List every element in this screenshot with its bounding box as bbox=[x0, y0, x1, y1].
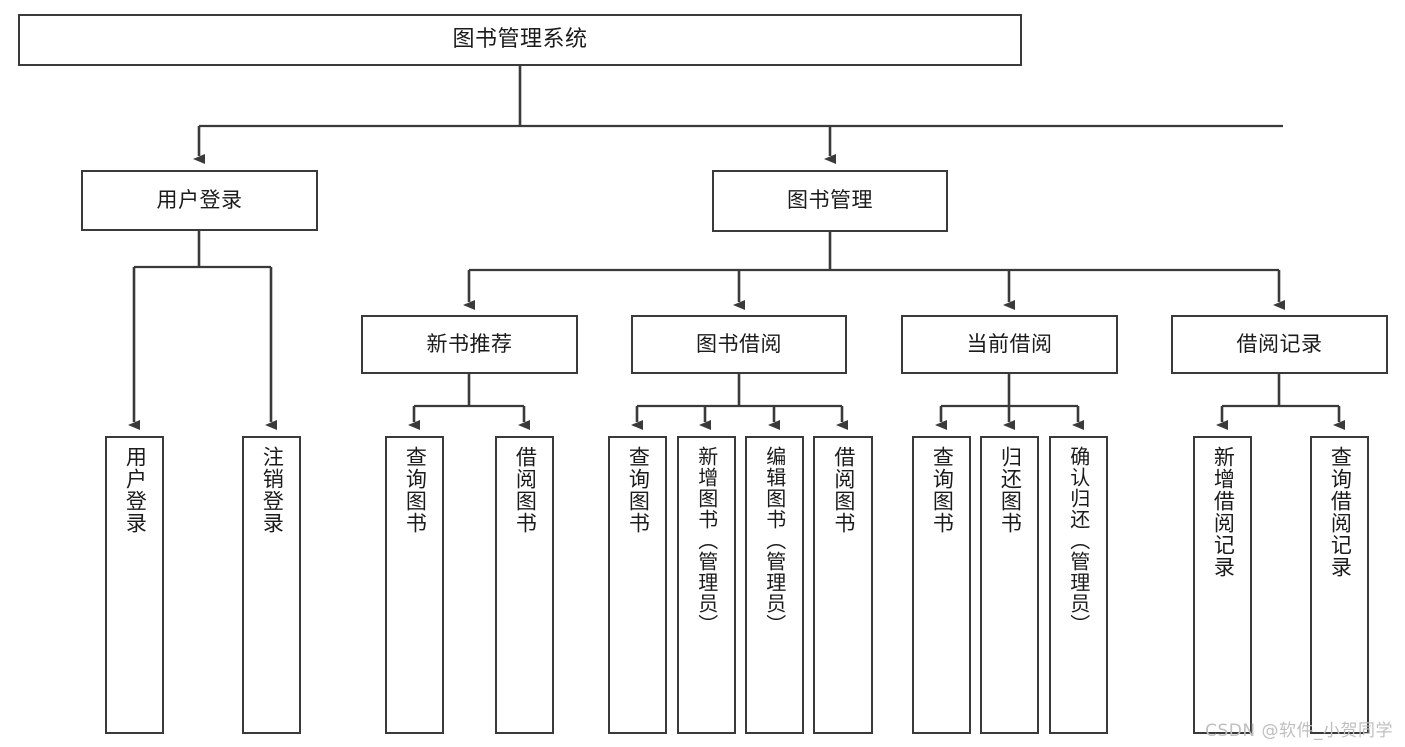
leaf-current-return-book[interactable]: 归还图书 bbox=[980, 436, 1039, 734]
leaf-label: 注销登录 bbox=[260, 446, 285, 534]
leaf-label: 查询借阅记录 bbox=[1328, 446, 1353, 578]
leaf-label: 新增图书（管理员） bbox=[694, 446, 719, 635]
leaf-label: 用户登录 bbox=[123, 446, 148, 534]
leaf-label: 查询图书 bbox=[626, 446, 651, 534]
leaf-current-confirm-return[interactable]: 确认归还（管理员） bbox=[1049, 436, 1108, 734]
leaf-label: 确认归还（管理员） bbox=[1066, 446, 1091, 635]
node-current-borrow[interactable]: 当前借阅 bbox=[901, 315, 1118, 374]
leaf-record-query-record[interactable]: 查询借阅记录 bbox=[1310, 436, 1369, 734]
leaf-recommend-query-book[interactable]: 查询图书 bbox=[385, 436, 444, 734]
node-user-login[interactable]: 用户登录 bbox=[81, 170, 318, 231]
leaf-user-login-login[interactable]: 用户登录 bbox=[105, 436, 164, 734]
leaf-user-login-logout[interactable]: 注销登录 bbox=[242, 436, 301, 734]
node-borrow-record[interactable]: 借阅记录 bbox=[1171, 315, 1388, 374]
leaf-label: 借阅图书 bbox=[831, 446, 856, 534]
leaf-borrow-edit-book[interactable]: 编辑图书（管理员） bbox=[745, 436, 804, 734]
leaf-borrow-borrow-book[interactable]: 借阅图书 bbox=[813, 436, 873, 734]
node-new-book-recommend[interactable]: 新书推荐 bbox=[361, 315, 578, 374]
node-book-borrow[interactable]: 图书借阅 bbox=[631, 315, 847, 374]
node-root-system[interactable]: 图书管理系统 bbox=[18, 14, 1022, 66]
leaf-label: 查询图书 bbox=[930, 446, 955, 534]
leaf-record-add-record[interactable]: 新增借阅记录 bbox=[1193, 436, 1252, 734]
leaf-label: 归还图书 bbox=[998, 446, 1023, 534]
leaf-borrow-query-book[interactable]: 查询图书 bbox=[608, 436, 667, 734]
leaf-borrow-add-book[interactable]: 新增图书（管理员） bbox=[677, 436, 736, 734]
leaf-recommend-borrow-book[interactable]: 借阅图书 bbox=[495, 436, 554, 734]
watermark: CSDN @软件_小贺同学 bbox=[1205, 721, 1393, 741]
leaf-current-query-book[interactable]: 查询图书 bbox=[912, 436, 971, 734]
node-book-management[interactable]: 图书管理 bbox=[712, 170, 948, 232]
leaf-label: 编辑图书（管理员） bbox=[762, 446, 787, 635]
leaf-label: 借阅图书 bbox=[513, 446, 538, 534]
leaf-label: 新增借阅记录 bbox=[1211, 446, 1236, 578]
leaf-label: 查询图书 bbox=[403, 446, 428, 534]
